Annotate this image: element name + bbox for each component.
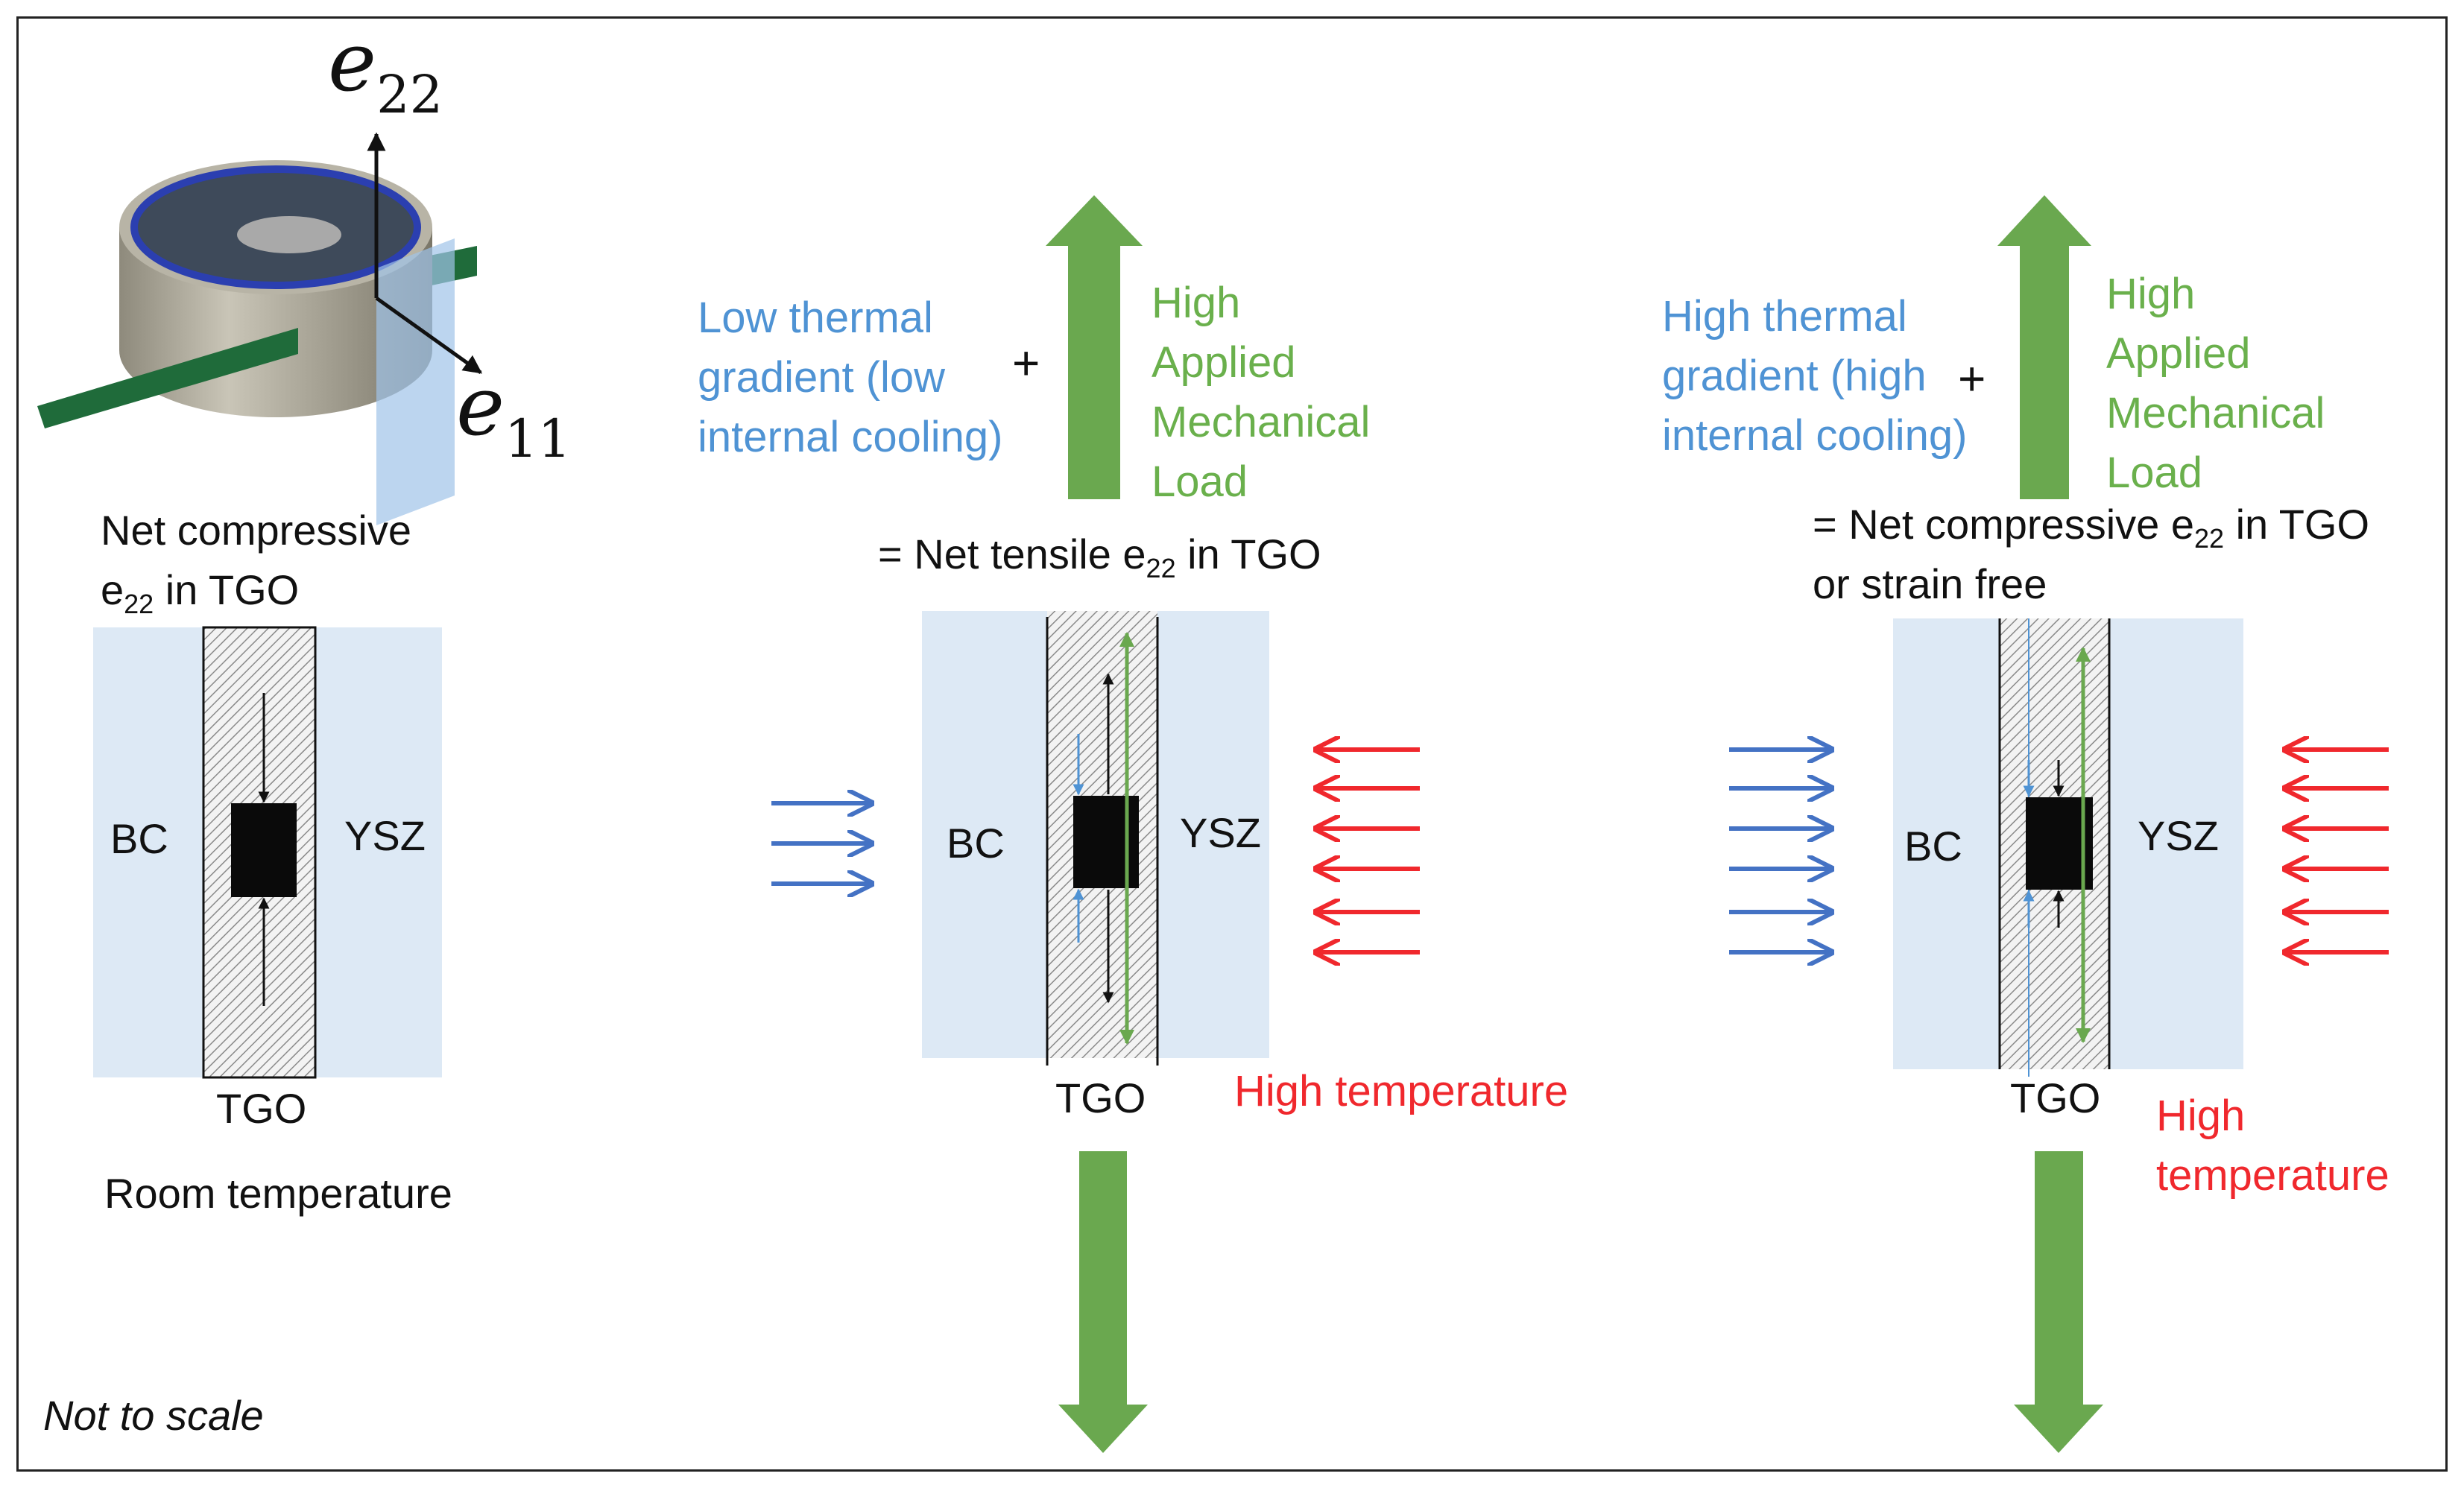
middle-load-arrow-up [1046, 195, 1143, 499]
middle-load-arrow-down [1058, 1151, 1148, 1453]
middle-cooling-arrows [771, 803, 872, 884]
left-ysz-layer [315, 627, 442, 1077]
left-bc-label: BC [110, 815, 168, 862]
right-cooling-arrows [1729, 750, 1832, 952]
right-bc-label: BC [1904, 823, 1962, 870]
middle-ysz-label: YSZ [1180, 809, 1261, 856]
right-load-arrow-down [2014, 1151, 2103, 1453]
right-tgo-label: TGO [2010, 1074, 2101, 1121]
right-gradient-line2: gradient (high [1662, 352, 1927, 400]
figure-frame [16, 16, 2448, 1472]
middle-load-line1: High [1152, 279, 1241, 327]
right-result-line1: = Net compressive e22 in TGO [1813, 501, 2370, 554]
blue-plane [376, 238, 455, 525]
right-ysz-layer [2109, 618, 2243, 1069]
left-layer-stack [93, 626, 442, 1079]
left-caption-line1: Net compressive [101, 507, 412, 554]
right-temperature-line2: temperature [2156, 1151, 2389, 1200]
right-gradient-line3: internal cooling) [1662, 411, 1968, 460]
middle-ysz-layer [1157, 611, 1269, 1058]
left-strain-gauge [231, 803, 297, 897]
specimen-illustration [37, 132, 483, 525]
axis-e22-label: e22 [328, 14, 443, 125]
left-temperature-label: Room temperature [104, 1170, 452, 1217]
right-layer-stack [1893, 618, 2243, 1077]
right-load-line4: Load [2106, 449, 2203, 497]
right-load-line3: Mechanical [2106, 389, 2325, 437]
right-result-line2: or strain free [1813, 560, 2047, 607]
middle-gradient-line1: Low thermal [698, 294, 933, 342]
middle-load-line2: Applied [1152, 338, 1296, 387]
not-to-scale-note: Not to scale [43, 1392, 264, 1439]
middle-gradient-line3: internal cooling) [698, 413, 1003, 461]
right-load-line2: Applied [2106, 329, 2251, 378]
middle-plus: + [1012, 336, 1040, 390]
middle-strain-gauge [1073, 796, 1139, 888]
middle-load-line3: Mechanical [1152, 398, 1371, 446]
right-temperature-line1: High [2156, 1092, 2246, 1140]
right-ysz-label: YSZ [2138, 812, 2219, 859]
left-bc-layer [93, 627, 203, 1077]
right-gradient-line1: High thermal [1662, 292, 1907, 341]
axis-e11-label: e11 [456, 358, 572, 469]
middle-gradient-line2: gradient (low [698, 353, 946, 402]
left-ysz-label: YSZ [344, 812, 426, 859]
middle-load-line4: Load [1152, 458, 1248, 506]
right-load-line1: High [2106, 270, 2196, 318]
middle-bc-label: BC [947, 820, 1005, 867]
middle-bc-layer [922, 611, 1047, 1058]
right-load-arrow-up [1997, 195, 2091, 499]
middle-layer-stack [922, 611, 1269, 1066]
middle-tgo-label: TGO [1055, 1074, 1146, 1121]
axis-e11-arrow [375, 296, 483, 375]
left-tgo-label: TGO [216, 1085, 307, 1132]
middle-result-label: = Net tensile e22 in TGO [878, 531, 1321, 583]
right-plus: + [1958, 352, 1986, 405]
middle-temperature-label: High temperature [1234, 1067, 1569, 1115]
right-heat-arrows [2284, 750, 2389, 952]
left-caption-line2: e22 in TGO [101, 566, 300, 619]
green-rod-front [37, 328, 298, 428]
right-bc-layer [1893, 618, 2000, 1069]
center-hole [237, 216, 341, 253]
middle-heat-arrows [1315, 750, 1420, 952]
